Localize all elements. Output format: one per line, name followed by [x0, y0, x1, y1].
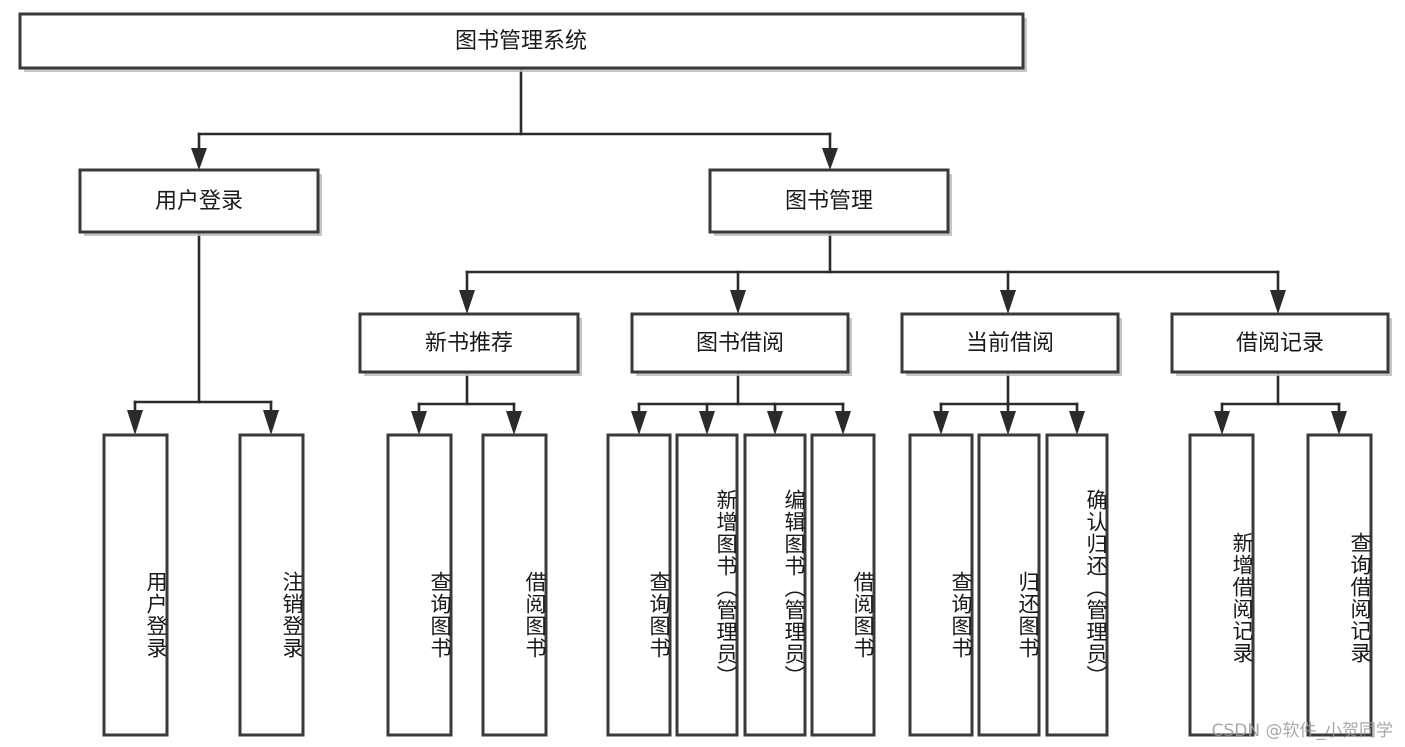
leaf-current-borrow-2[interactable] [977, 433, 1041, 737]
node-new-book-recommend-label: 新书推荐 [425, 331, 513, 356]
node-user-login-label: 用户登录 [155, 189, 243, 214]
arrow-newbook-leaf-1 [411, 411, 427, 435]
arrow-currentborrow-leaf-3 [1069, 411, 1085, 435]
leaf-current-borrow-3[interactable] [1045, 433, 1109, 737]
node-root[interactable]: 图书管理系统 [18, 12, 1027, 72]
arrow-bookborrow-leaf-3 [767, 411, 783, 435]
arrow-book-manage [822, 148, 838, 170]
arrow-level2-1 [459, 290, 475, 314]
arrow-bookborrow-leaf-1 [631, 411, 647, 435]
leaf-user-login-1[interactable] [102, 433, 169, 737]
leaf-new-book-1[interactable] [386, 433, 453, 737]
leaf-borrow-record-1[interactable] [1188, 433, 1255, 737]
node-current-borrow-label: 当前借阅 [966, 331, 1054, 356]
node-borrow-record-label: 借阅记录 [1236, 331, 1324, 356]
node-current-borrow[interactable]: 当前借阅 [900, 312, 1122, 376]
arrow-bookborrow-leaf-4 [835, 411, 851, 435]
arrow-borrowrecord-leaf-2 [1331, 411, 1347, 435]
arrow-user-login [191, 148, 207, 170]
arrow-leaf-user-login-2 [263, 410, 279, 435]
arrow-borrowrecord-leaf-1 [1214, 411, 1230, 435]
leaf-book-borrow-4[interactable] [810, 433, 876, 737]
connector-group [127, 66, 1347, 435]
leaf-book-borrow-3[interactable] [743, 433, 807, 737]
arrow-level2-2 [730, 290, 746, 314]
leaf-current-borrow-1[interactable] [908, 433, 974, 737]
leaf-user-login-2[interactable] [238, 433, 305, 737]
node-book-manage[interactable]: 图书管理 [708, 168, 952, 236]
arrow-currentborrow-leaf-2 [1000, 411, 1016, 435]
arrow-currentborrow-leaf-1 [933, 411, 949, 435]
leaf-borrow-record-2[interactable] [1306, 433, 1373, 737]
arrow-leaf-user-login-1 [127, 410, 143, 435]
watermark-text: CSDN @软件_小贺同学 [1211, 721, 1393, 741]
arrow-newbook-leaf-2 [506, 411, 522, 435]
node-root-label: 图书管理系统 [455, 29, 587, 54]
node-user-login[interactable]: 用户登录 [78, 168, 322, 236]
node-book-borrow[interactable]: 图书借阅 [630, 312, 852, 376]
node-book-manage-label: 图书管理 [785, 189, 873, 214]
arrow-bookborrow-leaf-2 [699, 411, 715, 435]
arrow-level2-3 [1000, 290, 1016, 314]
arrow-level2-4 [1270, 290, 1286, 314]
node-new-book-recommend[interactable]: 新书推荐 [358, 312, 582, 376]
leaf-book-borrow-2[interactable] [675, 433, 739, 737]
node-borrow-record[interactable]: 借阅记录 [1170, 312, 1392, 376]
leaf-book-borrow-1[interactable] [606, 433, 672, 737]
node-book-borrow-label: 图书借阅 [696, 331, 784, 356]
leaf-new-book-2[interactable] [481, 433, 548, 737]
